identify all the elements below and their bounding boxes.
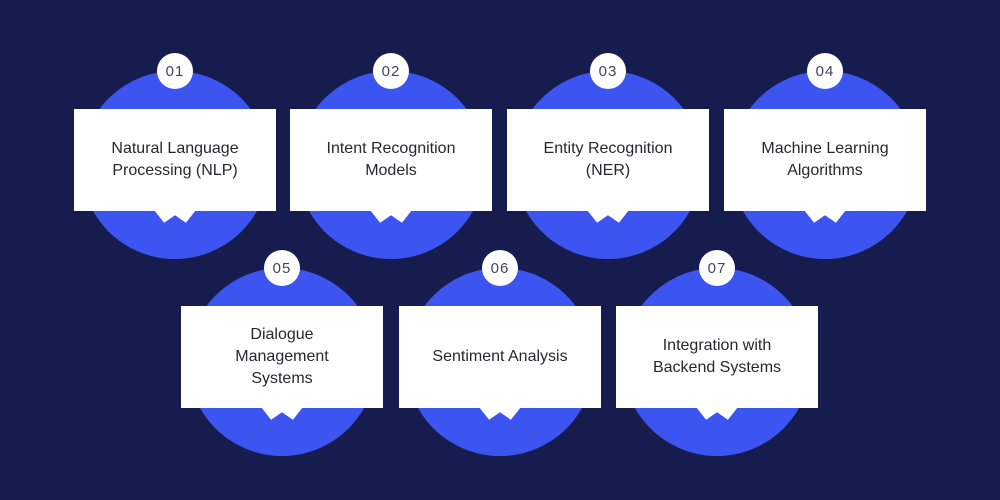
step-label: Sentiment Analysis (432, 348, 568, 365)
step-number: 06 (490, 259, 510, 277)
step-number: 01 (165, 62, 185, 80)
step-label: Machine Learning Algorithms (761, 140, 889, 179)
step-label: Integration with Backend Systems (652, 337, 782, 376)
step-item-1: Natural Language Processing (NLP) 01 (66, 53, 284, 259)
step-number-badge: 06 (482, 250, 518, 286)
step-number-badge: 04 (807, 53, 843, 89)
step-number-badge: 02 (373, 53, 409, 89)
step-label: Dialogue Management Systems (235, 326, 329, 387)
step-item-5: Dialogue Management Systems 05 (173, 250, 391, 456)
step-number: 04 (815, 62, 835, 80)
step-card: Machine Learning Algorithms (724, 109, 926, 211)
step-card: Integration with Backend Systems (616, 306, 818, 408)
step-card: Dialogue Management Systems (181, 306, 383, 408)
step-label: Entity Recognition (NER) (543, 140, 673, 179)
step-number: 07 (707, 259, 727, 277)
step-card: Intent Recognition Models (290, 109, 492, 211)
step-card: Sentiment Analysis (399, 306, 601, 408)
step-number: 03 (598, 62, 618, 80)
step-number: 05 (272, 259, 292, 277)
step-card: Entity Recognition (NER) (507, 109, 709, 211)
step-number: 02 (381, 62, 401, 80)
step-label: Natural Language Processing (NLP) (111, 140, 239, 179)
step-item-6: Sentiment Analysis 06 (391, 250, 609, 456)
step-number-badge: 03 (590, 53, 626, 89)
step-item-7: Integration with Backend Systems 07 (608, 250, 826, 456)
step-number-badge: 07 (699, 250, 735, 286)
step-item-4: Machine Learning Algorithms 04 (716, 53, 934, 259)
step-item-2: Intent Recognition Models 02 (282, 53, 500, 259)
step-item-3: Entity Recognition (NER) 03 (499, 53, 717, 259)
step-number-badge: 05 (264, 250, 300, 286)
step-label: Intent Recognition Models (326, 140, 456, 179)
step-number-badge: 01 (157, 53, 193, 89)
step-card: Natural Language Processing (NLP) (74, 109, 276, 211)
